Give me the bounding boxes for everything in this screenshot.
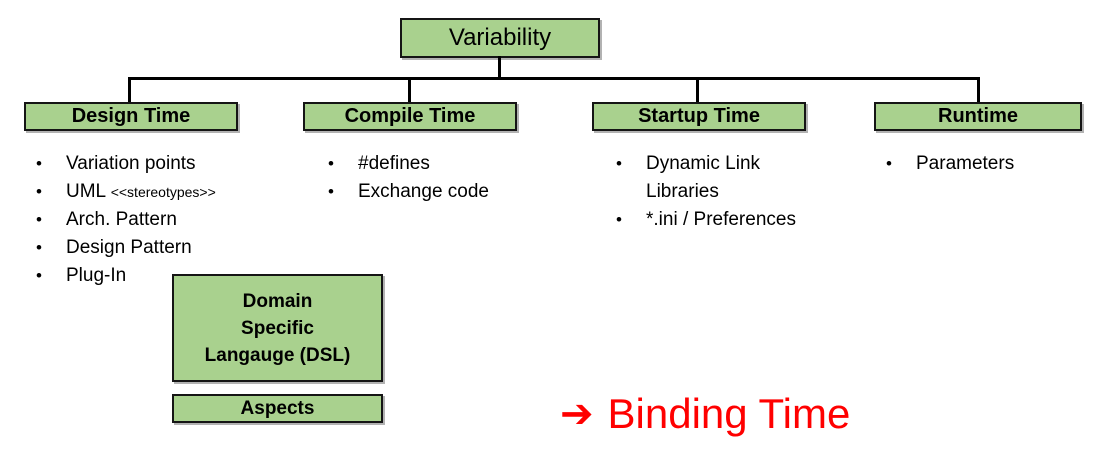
connector-design-vertical	[128, 77, 131, 104]
list-item-text: Parameters	[916, 153, 1015, 174]
list-item: • Exchange code	[328, 178, 489, 206]
bullet-icon: •	[36, 238, 42, 257]
header-box-runtime: Runtime	[874, 102, 1082, 131]
list-item: • Plug-In	[36, 262, 216, 290]
bullet-icon: •	[36, 210, 42, 229]
list-item-text: Plug-In	[66, 265, 127, 286]
connector-root-vertical	[498, 56, 501, 79]
header-box-startup-time: Startup Time	[592, 102, 806, 131]
bullet-list-startup-time: • Dynamic Link Libraries • *.ini / Prefe…	[616, 150, 796, 234]
list-item: • Variation points	[36, 150, 216, 178]
header-box-compile-time: Compile Time	[303, 102, 517, 131]
connector-horizontal	[128, 77, 980, 80]
list-item-text: Variation points	[66, 153, 196, 174]
list-item-text: Design Pattern	[66, 237, 192, 258]
header-label: Design Time	[71, 105, 191, 127]
bullet-list-runtime: • Parameters	[886, 150, 1014, 178]
bullet-icon: •	[328, 154, 334, 173]
list-item: • #defines	[328, 150, 489, 178]
bullet-icon: •	[328, 182, 334, 201]
binding-time-label: Binding Time	[607, 390, 851, 437]
list-item-text: Arch. Pattern	[66, 209, 177, 230]
aspects-box-label: Aspects	[240, 397, 315, 419]
list-item: • Dynamic Link Libraries	[616, 150, 796, 206]
connector-startup-vertical	[696, 77, 699, 104]
root-box-label: Variability	[448, 24, 552, 51]
root-box-variability: Variability	[400, 18, 600, 58]
header-label: Compile Time	[344, 105, 476, 127]
list-item-text: UML <<stereotypes>>	[66, 178, 216, 206]
bullet-icon: •	[36, 266, 42, 285]
list-item-text: Dynamic Link Libraries	[646, 153, 761, 202]
list-item-main: UML	[66, 181, 106, 202]
list-item-text: Exchange code	[358, 181, 489, 202]
header-label: Startup Time	[638, 105, 760, 127]
list-item: • *.ini / Preferences	[616, 206, 796, 234]
header-label: Runtime	[938, 105, 1018, 127]
binding-time-callout: ➔ Binding Time	[560, 384, 850, 444]
bullet-list-design-time: • Variation points • UML <<stereotypes>>…	[36, 150, 216, 290]
connector-runtime-vertical	[977, 77, 980, 104]
arrow-right-icon: ➔	[560, 392, 594, 436]
box-domain-specific-language: Domain Specific Langauge (DSL)	[172, 274, 383, 382]
dsl-box-label: Domain Specific Langauge (DSL)	[204, 290, 351, 366]
bullet-icon: •	[616, 210, 622, 229]
list-item-suffix: <<stereotypes>>	[110, 184, 216, 200]
list-item: • UML <<stereotypes>>	[36, 178, 216, 206]
bullet-icon: •	[36, 154, 42, 173]
list-item: • Parameters	[886, 150, 1014, 178]
bullet-icon: •	[616, 154, 622, 173]
list-item: • Design Pattern	[36, 234, 216, 262]
connector-compile-vertical	[408, 77, 411, 104]
list-item: • Arch. Pattern	[36, 206, 216, 234]
header-box-design-time: Design Time	[24, 102, 238, 131]
list-item-text: #defines	[358, 153, 430, 174]
list-item-text: *.ini / Preferences	[646, 209, 796, 230]
box-aspects: Aspects	[172, 394, 383, 423]
bullet-icon: •	[886, 154, 892, 173]
bullet-list-compile-time: • #defines • Exchange code	[328, 150, 489, 206]
bullet-icon: •	[36, 182, 42, 201]
